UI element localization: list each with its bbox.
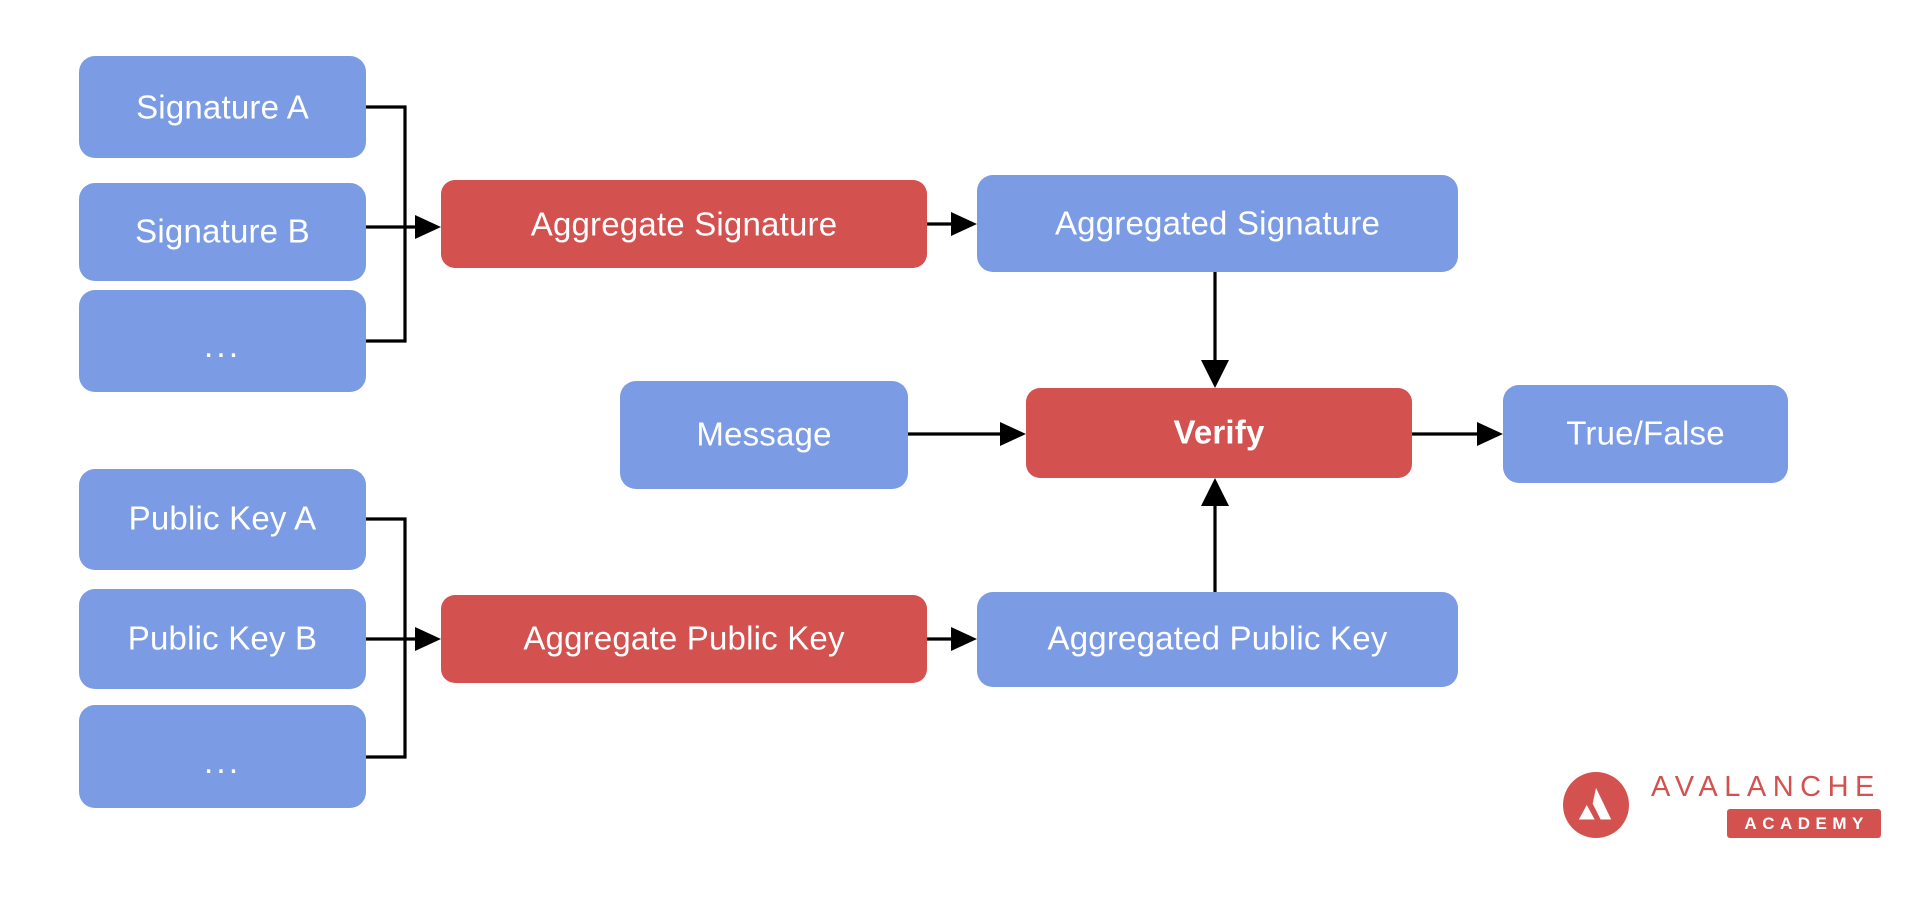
node-public-key-b-label: Public Key B	[128, 620, 318, 657]
edge-public-key-more-to-aggregate-public-key	[366, 639, 407, 759]
node-public-key-a[interactable]: Public Key A	[79, 469, 366, 570]
node-message-label: Message	[696, 416, 831, 453]
edge-verify-to-true-false	[1412, 422, 1503, 446]
node-public-key-b[interactable]: Public Key B	[79, 589, 366, 689]
edge-public-key-a-to-aggregate-public-key	[366, 517, 407, 639]
edge-aggregated-signature-to-verify	[1201, 272, 1229, 388]
edge-message-to-verify	[908, 422, 1026, 446]
node-aggregate-public-key[interactable]: Aggregate Public Key	[441, 595, 927, 683]
node-verify[interactable]: Verify	[1026, 388, 1412, 478]
node-signature-more-label: ...	[204, 327, 241, 365]
node-aggregate-signature-label: Aggregate Signature	[531, 206, 838, 243]
node-public-key-a-label: Public Key A	[129, 500, 317, 537]
node-message-box[interactable]	[620, 381, 908, 489]
node-aggregated-public-key[interactable]: Aggregated Public Key	[977, 592, 1458, 687]
node-public-key-more[interactable]: ...	[79, 705, 366, 808]
edge-signature-b-to-aggregate-signature	[366, 215, 441, 239]
node-aggregated-signature-label: Aggregated Signature	[1055, 205, 1380, 242]
node-signature-b[interactable]: Signature B	[79, 183, 366, 281]
brand-wordmark: AVALANCHE	[1651, 770, 1881, 803]
edge-layer	[366, 105, 1503, 759]
node-signature-a-label: Signature A	[136, 89, 309, 126]
node-signature-b-label: Signature B	[135, 213, 310, 250]
avalanche-academy-logo: AVALANCHE ACADEMY	[1563, 772, 1881, 838]
node-aggregate-signature[interactable]: Aggregate Signature	[441, 180, 927, 268]
node-signature-a[interactable]: Signature A	[79, 56, 366, 158]
node-message[interactable]: Message	[620, 381, 908, 489]
node-signature-b-box[interactable]	[79, 183, 366, 281]
edge-signature-more-to-aggregate-signature	[366, 227, 407, 343]
node-true-false-box[interactable]	[1503, 385, 1788, 483]
node-public-key-b-box[interactable]	[79, 589, 366, 689]
node-signature-more[interactable]: ...	[79, 290, 366, 392]
node-aggregate-public-key-label: Aggregate Public Key	[523, 620, 845, 657]
edge-public-key-b-to-aggregate-public-key	[366, 627, 441, 651]
brand-text-group: AVALANCHE ACADEMY	[1645, 770, 1881, 838]
node-layer: Signature A Signature B ... Aggregate Si…	[79, 56, 1788, 808]
edge-aggregate-signature-to-aggregated-signature	[927, 212, 977, 236]
edge-signature-a-to-aggregate-signature	[366, 105, 407, 227]
node-aggregate-public-key-box[interactable]	[441, 595, 927, 683]
node-aggregated-signature[interactable]: Aggregated Signature	[977, 175, 1458, 272]
node-aggregated-signature-box[interactable]	[977, 175, 1458, 272]
node-verify-box[interactable]	[1026, 388, 1412, 478]
node-true-false-label: True/False	[1566, 415, 1725, 452]
node-aggregated-public-key-label: Aggregated Public Key	[1048, 620, 1388, 657]
node-verify-label: Verify	[1173, 414, 1265, 451]
node-public-key-more-label: ...	[204, 743, 241, 781]
edge-aggregate-public-key-to-aggregated-public-key	[927, 627, 977, 651]
edge-aggregated-public-key-to-verify	[1201, 478, 1229, 592]
node-signature-more-box[interactable]	[79, 290, 366, 392]
node-aggregated-public-key-box[interactable]	[977, 592, 1458, 687]
node-public-key-more-box[interactable]	[79, 705, 366, 808]
node-aggregate-signature-box[interactable]	[441, 180, 927, 268]
brand-subwordmark: ACADEMY	[1727, 808, 1881, 838]
node-public-key-a-box[interactable]	[79, 469, 366, 570]
node-true-false[interactable]: True/False	[1503, 385, 1788, 483]
avalanche-logo-icon	[1563, 772, 1629, 838]
node-signature-a-box[interactable]	[79, 56, 366, 158]
